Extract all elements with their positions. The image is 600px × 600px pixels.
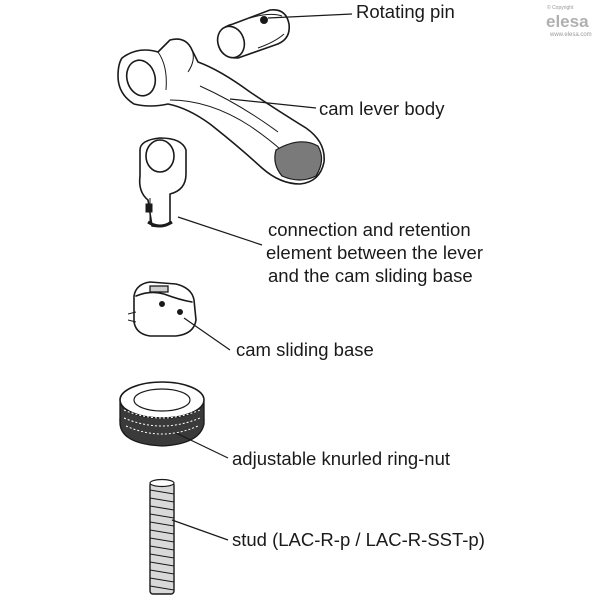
label-knurled-ring-nut: adjustable knurled ring-nut xyxy=(232,448,450,469)
label-connection-line-2: element between the lever xyxy=(266,242,483,263)
cam-sliding-base-drawing xyxy=(127,281,197,337)
label-rotating-pin: Rotating pin xyxy=(356,1,455,22)
label-cam-sliding-base: cam sliding base xyxy=(236,339,374,360)
label-connection-line-1: connection and retention xyxy=(268,219,471,240)
elesa-watermark: © Copyright elesa www.elesa.com xyxy=(546,4,592,38)
copyright-text: © Copyright xyxy=(547,4,574,11)
label-stud: stud (LAC-R-p / LAC-R-SST-p) xyxy=(232,529,485,550)
cam-lever-body-drawing xyxy=(117,38,325,185)
cam-sliding-base-leader xyxy=(183,317,231,351)
rotating-pin-leader xyxy=(267,13,353,19)
rotating-pin-drawing xyxy=(216,8,291,59)
connection-element-leader xyxy=(177,216,263,246)
stud-leader xyxy=(171,519,229,541)
brand-url: www.elesa.com xyxy=(549,32,592,38)
knurled-ring-nut-leader xyxy=(175,432,229,459)
connection-element-drawing xyxy=(138,137,187,228)
cam-lever-body-leader xyxy=(229,98,317,109)
stud-drawing xyxy=(149,478,175,595)
label-cam-lever-body: cam lever body xyxy=(319,98,445,119)
label-connection-line-3: and the cam sliding base xyxy=(268,265,473,286)
brand-logo: elesa xyxy=(546,12,589,31)
knurled-ring-nut-drawing xyxy=(119,381,205,447)
